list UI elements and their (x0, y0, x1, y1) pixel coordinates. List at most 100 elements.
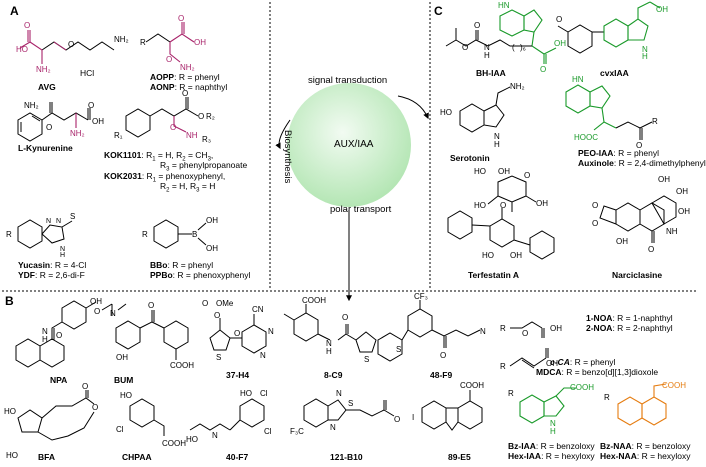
kok2031-desc-b: = phenoxyphenyl, (156, 171, 226, 181)
bz-naa-desc: : R = benzoloxy (631, 441, 691, 451)
svg-text:CN: CN (252, 305, 264, 314)
svg-text:O: O (522, 329, 528, 338)
chpaa-structure: HO Cl COOH (116, 391, 186, 448)
svg-text:OH: OH (90, 297, 102, 306)
1-noa-name: 1-NOA (586, 313, 613, 323)
svg-text:B: B (192, 230, 197, 239)
svg-text:S: S (216, 353, 221, 362)
kok2031-desc-a: : R (141, 171, 153, 181)
polar-transport-label: polar transport (330, 204, 392, 215)
aopp-name: AOPP (150, 72, 175, 82)
1-noa-desc: : R = 1-naphthyl (612, 313, 673, 323)
narciclasine-structure: OH OH OH O O OH O NH (592, 175, 690, 254)
svg-text:N: N (46, 218, 51, 225)
ppbo-line: PPBo: R = phenoxyphenyl (150, 270, 250, 280)
svg-text:O: O (556, 15, 562, 24)
kok2031-desc-d: = H, R (169, 181, 197, 191)
svg-text:HO: HO (186, 435, 198, 444)
svg-text:I: I (412, 413, 414, 422)
hex-iaa-desc: : R = hexyloxy (541, 451, 595, 461)
89-e5-name: 89-E5 (448, 452, 471, 462)
svg-text:Cl: Cl (264, 427, 272, 436)
121-b10-structure: F₃C N S N O (290, 389, 400, 436)
aopp-desc: : R = phenyl (174, 72, 220, 82)
svg-text:HO: HO (120, 391, 132, 400)
kok1101-desc-d: , (210, 150, 214, 160)
signal-arrow (397, 95, 429, 120)
yucasin-line: Yucasin: R = 4-Cl (18, 260, 86, 270)
ydf-line: YDF: R = 2,6-di-F (18, 270, 85, 280)
kok2031-desc-c: R (160, 181, 167, 191)
bfa-name: BFA (38, 452, 55, 462)
kynurenine-structure: NH₂ O O OH NH₂ (17, 101, 104, 142)
1-noa-line: 1-NOA: R = 1-naphthyl (586, 313, 673, 323)
serotonin-name: Serotonin (450, 153, 490, 163)
svg-text:N: N (260, 351, 266, 360)
svg-text:HO: HO (440, 108, 452, 117)
48-f9-name: 48-F9 (430, 370, 453, 380)
svg-text:O: O (88, 101, 94, 110)
svg-text:HO: HO (6, 451, 18, 460)
svg-text:HN: HN (572, 75, 584, 84)
svg-text:)₆: )₆ (520, 43, 526, 52)
svg-text:OH: OH (536, 199, 548, 208)
bz-naa-line: Bz-NAA: R = benzoloxy (600, 441, 690, 451)
svg-text:NH₂: NH₂ (24, 101, 39, 110)
svg-text:O: O (198, 112, 204, 121)
ydf-desc: : R = 2,6-di-F (35, 270, 85, 280)
svg-text:N: N (484, 43, 490, 52)
aopp-line: AOPP: R = phenyl (150, 72, 220, 82)
svg-text:NH₂: NH₂ (70, 129, 85, 138)
svg-text:O: O (94, 307, 100, 316)
svg-text:NH₂: NH₂ (36, 65, 51, 74)
svg-text:HOOC: HOOC (574, 133, 598, 142)
svg-text:OH: OH (656, 5, 668, 14)
cvxiaa-structure: O N H OH (556, 1, 668, 61)
svg-text:O: O (166, 55, 172, 64)
svg-text:R: R (500, 362, 506, 371)
svg-text:S: S (70, 212, 75, 221)
peo-iaa-line: PEO-IAA: R = phenyl (578, 148, 659, 158)
bz-naa-name: Bz-NAA (600, 441, 632, 451)
svg-text:R: R (604, 393, 610, 402)
bh-iaa-name: BH-IAA (476, 68, 506, 78)
svg-text:Cl: Cl (260, 389, 268, 398)
bfa-structure: HO HO O O (4, 382, 98, 460)
bum-name: BUM (114, 375, 134, 385)
svg-text:OH: OH (550, 324, 562, 333)
svg-text:H: H (42, 335, 48, 344)
svg-text:O: O (636, 141, 642, 150)
kok1101-line: KOK1101: R1 = H, R2 = CH3, (104, 150, 214, 163)
panel-label-a: A (10, 4, 19, 18)
aonp-desc: : R = naphthyl (174, 82, 228, 92)
bbo-desc: : R = phenyl (167, 260, 214, 270)
svg-text:NH: NH (186, 131, 198, 140)
hex-iaa-line: Hex-IAA: R = hexyloxy (508, 451, 595, 461)
svg-text:O: O (462, 43, 468, 52)
bz-iaa-name: Bz-IAA (508, 441, 536, 451)
auxinole-line: Auxinole: R = 2,4-dimethylphenyl (578, 158, 706, 168)
svg-text:F₃C: F₃C (290, 427, 304, 436)
svg-text:R₁: R₁ (114, 131, 123, 140)
avg-hcl: HCl (80, 68, 95, 78)
peo-iaa-structure: HN HOOC R O (565, 75, 658, 150)
svg-text:O: O (440, 351, 446, 360)
svg-text:O: O (170, 123, 176, 132)
8-c9-name: 8-C9 (324, 370, 343, 380)
svg-text:OH: OH (498, 167, 510, 176)
40-f7-structure: HO N HO Cl Cl (186, 389, 272, 444)
svg-text:O: O (82, 382, 88, 391)
svg-text:COOH: COOH (302, 296, 326, 305)
bz-naa-structure: R COOH (604, 381, 686, 426)
svg-text:OH: OH (92, 117, 104, 126)
svg-text:H: H (550, 427, 556, 436)
svg-text:COOH: COOH (460, 381, 484, 390)
ppbo-desc: : R = phenoxyphenyl (172, 270, 251, 280)
svg-text:HO: HO (482, 251, 494, 260)
svg-text:O: O (182, 89, 188, 98)
svg-text:OH: OH (616, 237, 628, 246)
svg-text:R: R (652, 117, 658, 126)
svg-text:O: O (214, 311, 220, 320)
svg-text:OH: OH (194, 38, 206, 47)
